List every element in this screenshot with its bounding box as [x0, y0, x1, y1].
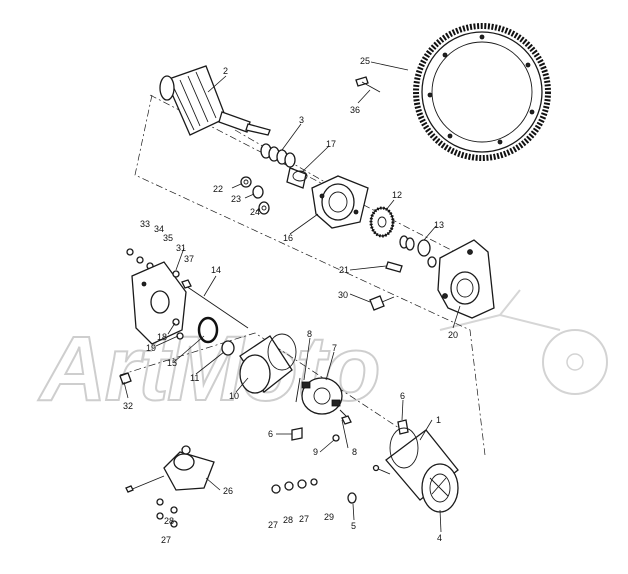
- terminal-stud: [372, 464, 391, 475]
- callout-14: 14: [211, 265, 221, 275]
- callout-3: 3: [299, 115, 304, 125]
- callout-24: 24: [250, 207, 260, 217]
- set-screw: [385, 261, 403, 273]
- ground-screw: [119, 372, 132, 385]
- callout-20: 20: [448, 330, 458, 340]
- callout-9: 9: [313, 447, 318, 457]
- callout-33: 33: [140, 219, 150, 229]
- callout-29: 29: [324, 512, 334, 522]
- armature: [159, 65, 271, 136]
- callout-1: 1: [436, 415, 441, 425]
- callout-32: 32: [123, 401, 133, 411]
- callout-6-upper: 6: [400, 391, 405, 401]
- field-housing: [385, 427, 459, 513]
- end-bushing: [221, 340, 235, 356]
- callout-15: 15: [167, 358, 177, 368]
- callout-8-upper: 8: [307, 329, 312, 339]
- bracket-bolt: [369, 295, 395, 311]
- small-nut: [172, 270, 180, 278]
- nut-washer-set-upper: [240, 176, 270, 215]
- callout-16: 16: [283, 233, 293, 243]
- pinion-spring-retainer: [399, 235, 437, 268]
- callout-23: 23: [231, 194, 241, 204]
- brush-holder: [295, 377, 351, 421]
- drive-bracket: [437, 239, 495, 319]
- drive-end-housing: [311, 175, 369, 229]
- callout-26: 26: [223, 486, 233, 496]
- ring-gear-bolt: [355, 76, 381, 93]
- pinion-gear: [369, 206, 395, 238]
- callout-34: 34: [154, 224, 164, 234]
- callout-4: 4: [437, 533, 442, 543]
- callout-28-a: 28: [283, 515, 293, 525]
- through-bolt: [181, 279, 249, 329]
- callout-2: 2: [223, 66, 228, 76]
- callout-35: 35: [163, 233, 173, 243]
- callout-7: 7: [332, 343, 337, 353]
- callout-13: 13: [434, 220, 444, 230]
- terminal-nut-stack: [271, 478, 318, 494]
- callout-36: 36: [350, 105, 360, 115]
- callout-27-b: 27: [299, 514, 309, 524]
- end-plate: [131, 261, 187, 345]
- brush-springs: [260, 143, 296, 168]
- callout-27-c: 27: [161, 535, 171, 545]
- callout-18: 18: [157, 332, 167, 342]
- callout-31: 31: [176, 243, 186, 253]
- callout-37: 37: [184, 254, 194, 264]
- callout-5: 5: [351, 521, 356, 531]
- callout-12: 12: [392, 190, 402, 200]
- callout-30: 30: [338, 290, 348, 300]
- commutator-end-cap: [239, 333, 297, 394]
- bushing: [286, 167, 308, 189]
- ring-gear: [413, 23, 551, 161]
- callout-27-a: 27: [268, 520, 278, 530]
- housing-washer: [347, 492, 357, 504]
- callout-labels: 1 2 3 4 5 6 6 7 8 8 9 10 11 12 13 14 15 …: [123, 56, 458, 545]
- leader-lines: [123, 61, 461, 533]
- callout-19: 19: [146, 343, 156, 353]
- callout-11: 11: [190, 373, 199, 383]
- starter-solenoid: [125, 445, 215, 528]
- brush-clips: [291, 415, 409, 442]
- callout-21: 21: [339, 265, 349, 275]
- callout-10: 10: [229, 391, 239, 401]
- callout-22: 22: [213, 184, 223, 194]
- snap-ring: [197, 316, 219, 344]
- plate-hardware: [126, 248, 154, 270]
- callout-25: 25: [360, 56, 370, 66]
- callout-6-lower: 6: [268, 429, 273, 439]
- callout-17: 17: [326, 139, 336, 149]
- callout-8-lower: 8: [352, 447, 357, 457]
- callout-28-b: 28: [164, 516, 174, 526]
